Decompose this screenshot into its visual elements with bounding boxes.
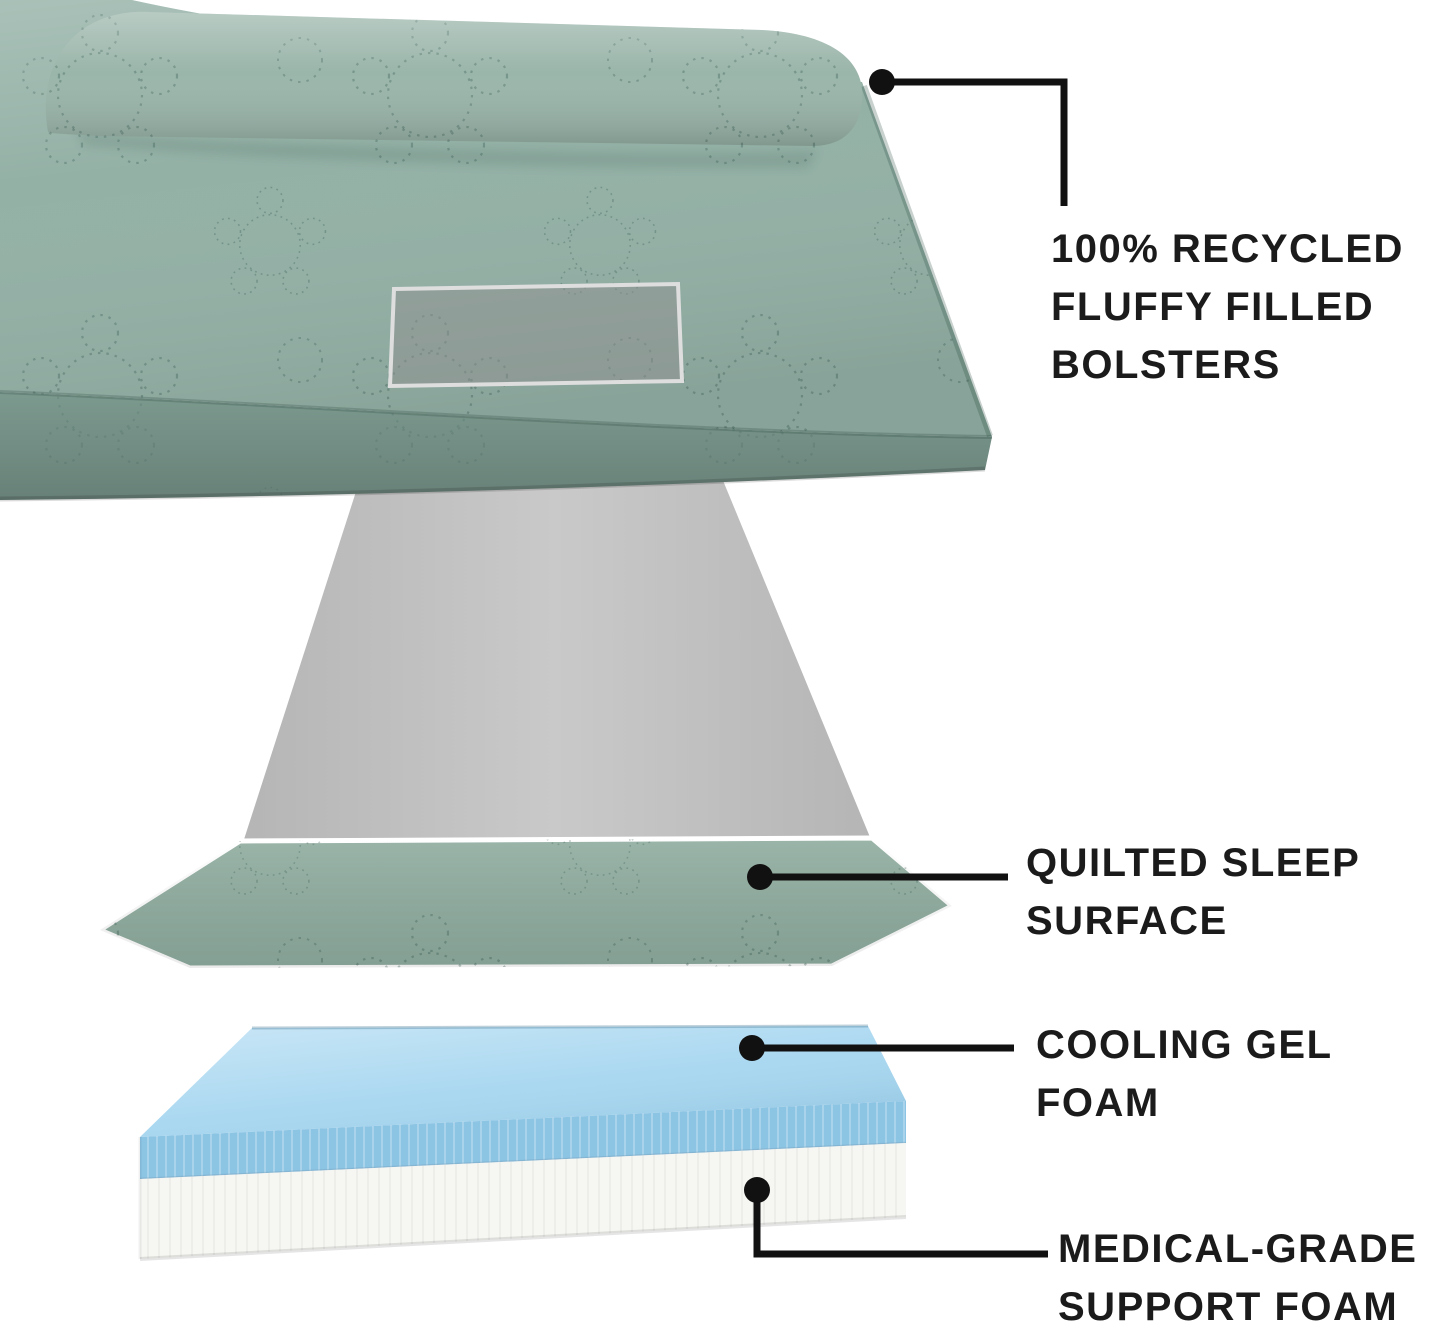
callout-dots — [739, 69, 895, 1203]
bolster-shadow — [75, 132, 818, 169]
callout-label-line: SUPPORT FOAM — [1058, 1285, 1399, 1329]
callout-dot-quilted-surface — [747, 864, 773, 890]
callout-line-support-foam — [753, 1190, 1048, 1258]
callout-dot-cooling-gel — [739, 1035, 765, 1061]
callout-label-line: FOAM — [1036, 1081, 1160, 1125]
front-bottom-edge — [0, 466, 986, 502]
callout-label-bolsters: 100% RECYCLED FLUFFY FILLED BOLSTERS — [1051, 220, 1404, 394]
callout-label-line: COOLING GEL — [1036, 1023, 1333, 1067]
foam-block — [138, 1024, 907, 1261]
callout-line-bolsters — [882, 78, 1068, 206]
callout-label-support-foam: MEDICAL-GRADE SUPPORT FOAM — [1058, 1220, 1417, 1333]
callout-label-quilted-surface: QUILTED SLEEP SURFACE — [1026, 834, 1360, 950]
callout-label-line: MEDICAL-GRADE — [1058, 1227, 1418, 1271]
callout-label-line: QUILTED SLEEP — [1026, 841, 1361, 885]
callout-connectors — [752, 78, 1068, 1258]
callout-label-line: BOLSTERS — [1051, 343, 1281, 387]
pet-bed — [0, 0, 993, 502]
mattress-right-edge — [861, 84, 993, 438]
gel-top-back-edge — [251, 1024, 869, 1030]
quilted-sleep-surface-layer — [100, 838, 952, 968]
callout-dot-support-foam — [744, 1177, 770, 1203]
front-edge-seam — [0, 390, 993, 439]
highlight-region — [387, 281, 685, 389]
callout-label-cooling-gel: COOLING GEL FOAM — [1036, 1016, 1333, 1132]
callout-label-line: SURFACE — [1026, 899, 1228, 943]
callout-label-line: FLUFFY FILLED — [1051, 285, 1375, 329]
callout-dot-bolsters — [869, 69, 895, 95]
callout-label-line: 100% RECYCLED — [1051, 227, 1404, 271]
foam-bottom-edge — [139, 1215, 907, 1261]
